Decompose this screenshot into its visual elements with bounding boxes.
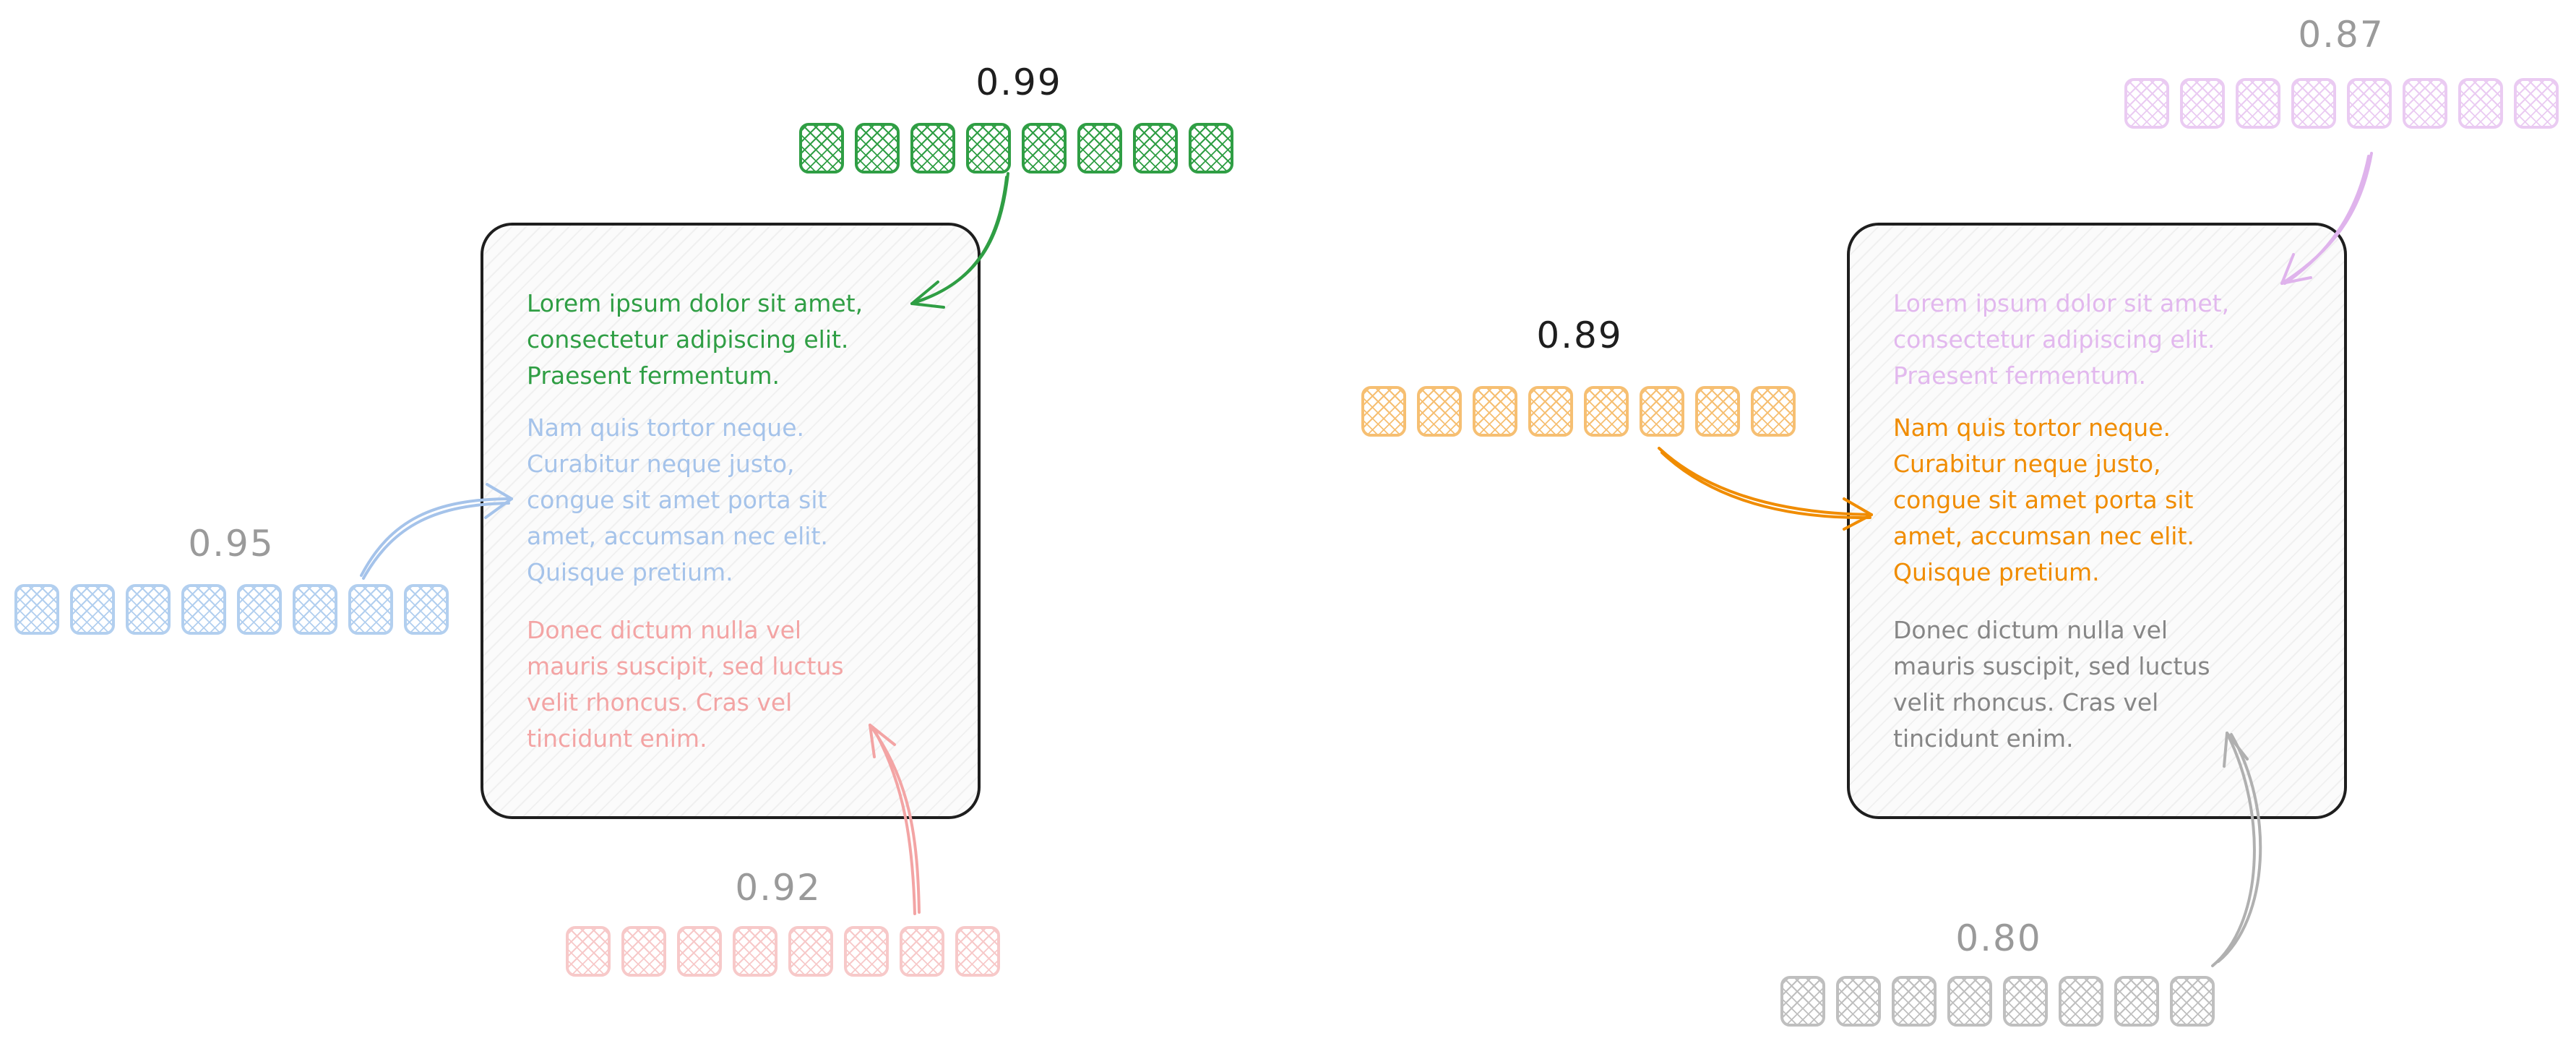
embedding-vector-top (799, 123, 1233, 174)
vector-cell (1528, 386, 1573, 437)
vector-cell (181, 584, 226, 635)
vector-cell (293, 584, 337, 635)
vector-cell (2291, 78, 2336, 129)
vector-cell (1640, 386, 1684, 437)
embedding-vector-top-right (2124, 78, 2559, 129)
score-label-left: 0.95 (188, 523, 275, 565)
vector-cell (1417, 386, 1462, 437)
vector-cell (2458, 78, 2503, 129)
vector-cell (2059, 976, 2103, 1027)
vector-cell (844, 926, 889, 977)
embedding-vector-center (1361, 386, 1796, 437)
vector-cell (1836, 976, 1881, 1027)
vector-cell (237, 584, 282, 635)
vector-cell (126, 584, 171, 635)
vector-cell (621, 926, 666, 977)
vector-cell (900, 926, 944, 977)
vector-cell (1473, 386, 1517, 437)
vector-cell (1751, 386, 1796, 437)
vector-cell (1133, 123, 1178, 174)
vector-cell (566, 926, 611, 977)
score-label-bottom: 0.92 (735, 867, 822, 909)
arrow-orange (1658, 447, 1873, 531)
vector-cell (2170, 976, 2215, 1027)
vector-cell (1189, 123, 1233, 174)
score-label-top: 0.99 (975, 61, 1062, 103)
embedding-vector-bottom-right (1780, 976, 2215, 1027)
vector-cell (966, 123, 1011, 174)
vector-cell (70, 584, 115, 635)
vector-cell (1077, 123, 1122, 174)
vector-cell (1780, 976, 1825, 1027)
paragraph-3: Donec dictum nulla vel mauris suscipit, … (527, 616, 844, 753)
vector-cell (1695, 386, 1740, 437)
paragraph-1: Lorem ipsum dolor sit amet, consectetur … (527, 289, 863, 390)
vector-cell (1947, 976, 1992, 1027)
vector-cell (955, 926, 1000, 977)
score-label-bottom-right: 0.80 (1955, 917, 2042, 959)
vector-cell (910, 123, 955, 174)
embedding-vector-left (14, 584, 449, 635)
vector-cell (404, 584, 449, 635)
score-label-center: 0.89 (1536, 314, 1623, 356)
paragraph-1: Lorem ipsum dolor sit amet, consectetur … (1893, 289, 2230, 390)
vector-cell (2347, 78, 2392, 129)
vector-cell (1892, 976, 1937, 1027)
paragraph-3: Donec dictum nulla vel mauris suscipit, … (1893, 616, 2210, 753)
vector-cell (2236, 78, 2280, 129)
vector-cell (1361, 386, 1406, 437)
vector-cell (2124, 78, 2169, 129)
vector-cell (1022, 123, 1067, 174)
vector-cell (2514, 78, 2559, 129)
vector-cell (855, 123, 900, 174)
score-label-top-right: 0.87 (2298, 14, 2385, 56)
vector-cell (799, 123, 844, 174)
vector-cell (2180, 78, 2225, 129)
vector-cell (2403, 78, 2447, 129)
vector-cell (1584, 386, 1629, 437)
vector-cell (2114, 976, 2159, 1027)
vector-cell (2003, 976, 2048, 1027)
vector-cell (348, 584, 393, 635)
vector-cell (677, 926, 722, 977)
embedding-vector-bottom (566, 926, 1000, 977)
vector-cell (14, 584, 59, 635)
paragraph-2: Nam quis tortor neque. Curabitur neque j… (527, 414, 828, 586)
vector-cell (733, 926, 777, 977)
document-card-right: Lorem ipsum dolor sit amet, consectetur … (1847, 223, 2347, 819)
document-card-left: Lorem ipsum dolor sit amet, consectetur … (481, 223, 981, 819)
vector-cell (788, 926, 833, 977)
paragraph-2: Nam quis tortor neque. Curabitur neque j… (1893, 414, 2194, 586)
